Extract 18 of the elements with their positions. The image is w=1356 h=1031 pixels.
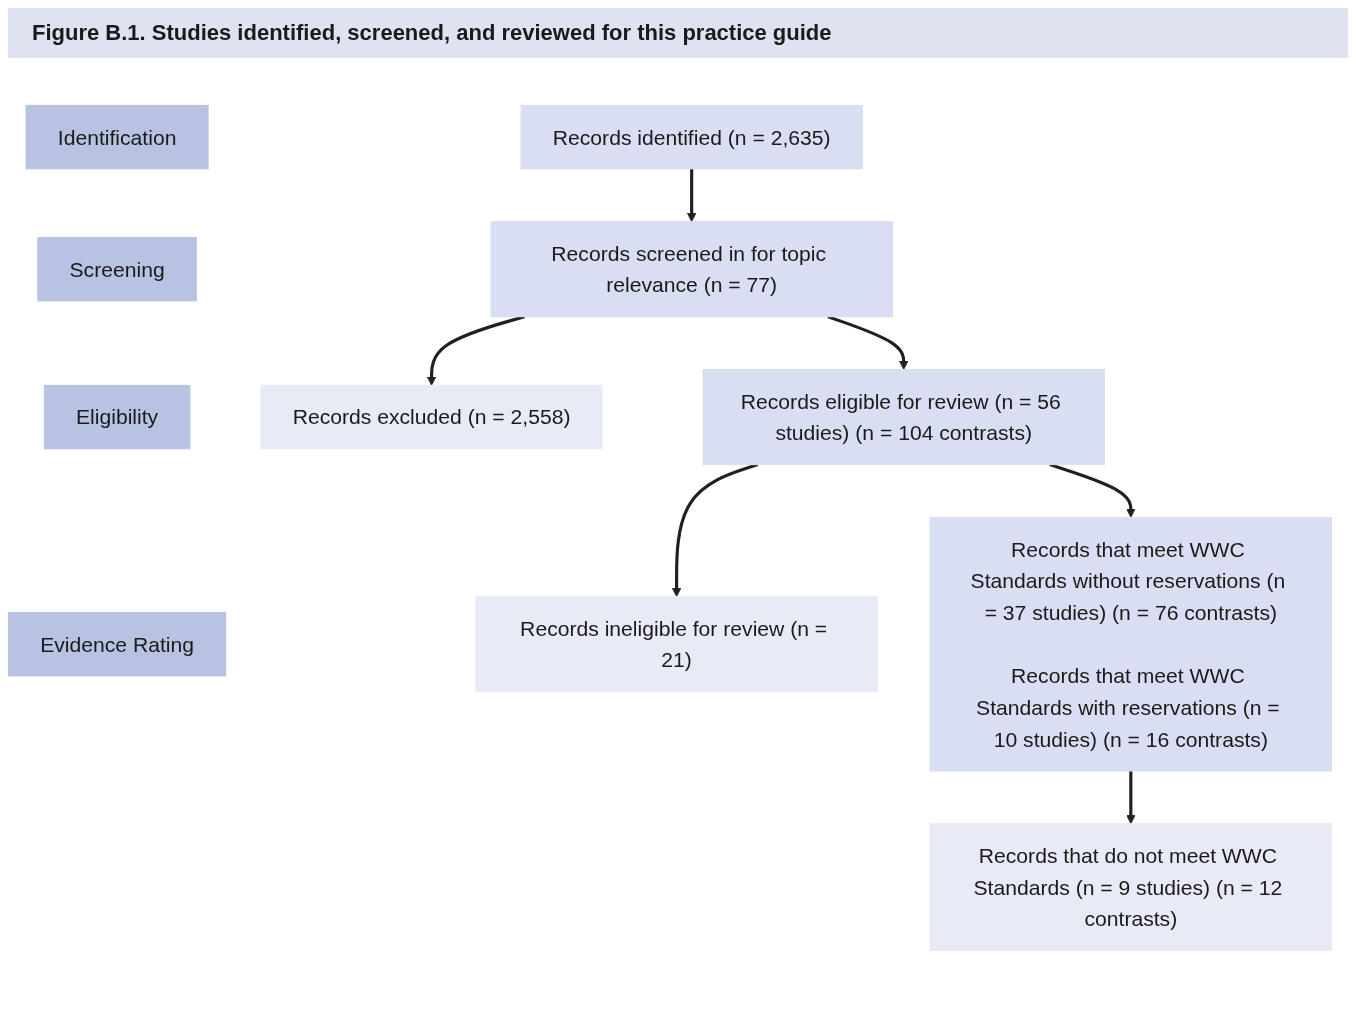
node-box: Eligibility [43, 384, 191, 450]
node-box: Evidence Rating [7, 612, 227, 677]
node-box: Records that do not meet WWC Standards (n = 9 studies) (n = 12 contrasts) [929, 823, 1333, 952]
arrow [671, 463, 759, 598]
arrow [687, 168, 697, 223]
arrow [827, 315, 909, 370]
figure-title: Figure B.1. Studies identified, screened, and reviewed for this practice guide [8, 8, 1348, 58]
node-box: Records identified (n = 2,635) [520, 104, 863, 170]
arrow [1126, 770, 1136, 825]
node-box: Records ineligible for review (n = 21) [475, 596, 878, 693]
node-box: Screening [37, 236, 197, 302]
arrow [1049, 463, 1136, 518]
node-box: Records that meet WWC Standards without reservations (n = 37 studies) (n = 76 contrasts) Records that meet WWC Standards with reservations (n = 10 studies) (n = 16 contrasts) [929, 516, 1333, 772]
node-box: Identification [25, 104, 209, 170]
node-box: Records screened in for topic relevance (n = 77) [490, 221, 893, 318]
node-box: Records eligible for review (n = 56 studies) (n = 104 contrasts) [702, 369, 1105, 466]
node-box: Records excluded (n = 2,558) [260, 384, 603, 450]
arrow [426, 315, 525, 386]
